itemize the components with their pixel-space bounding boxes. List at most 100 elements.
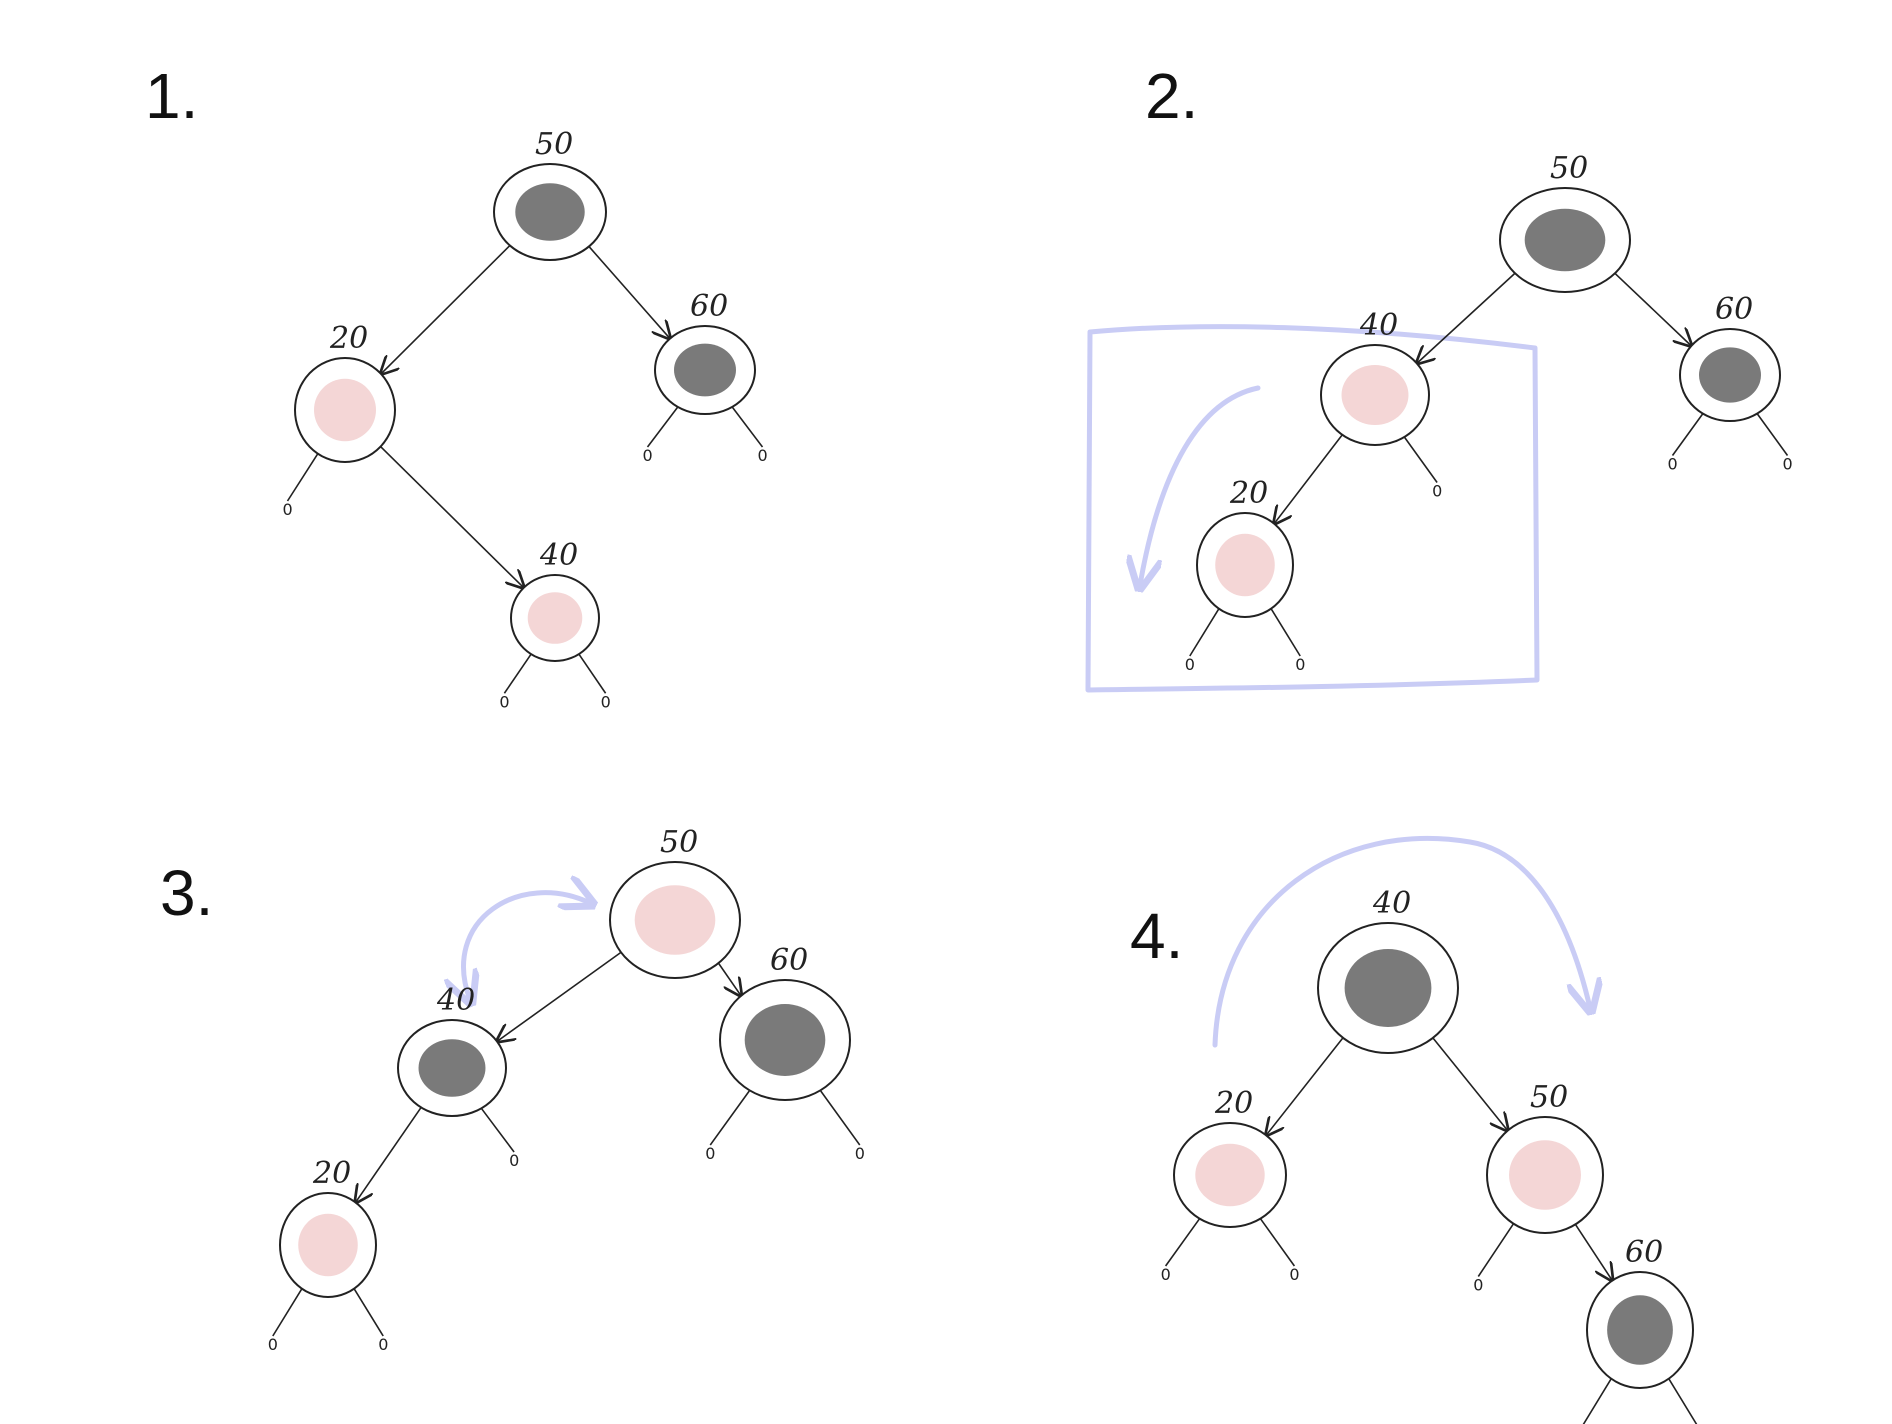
nil-leaf: 0: [1432, 482, 1442, 501]
node-value-label: 20: [312, 1156, 351, 1191]
edge-50-60: [586, 244, 670, 339]
nil-leaf: 0: [268, 1335, 278, 1354]
black-node-fill: [1344, 949, 1432, 1027]
swap-arrow: [464, 893, 590, 1000]
nil-edge: [1668, 1378, 1698, 1424]
black-node-fill: [1524, 208, 1606, 272]
nil-edge: [1671, 413, 1704, 456]
node-value-label: 60: [1715, 292, 1753, 327]
edge-50-60: [1573, 1221, 1613, 1281]
black-node-fill: [674, 343, 736, 397]
nil-leaf: 0: [1161, 1265, 1171, 1284]
node-value-label: 20: [329, 321, 368, 356]
nil-leaf: 0: [1289, 1265, 1299, 1284]
nil-edge: [272, 1288, 303, 1337]
nil-leaf: 0: [499, 692, 509, 711]
black-node-fill: [1607, 1295, 1673, 1365]
tree-node-50: 50: [609, 825, 741, 979]
tree-node-40: 400: [397, 983, 519, 1170]
nil-leaf: 0: [1668, 455, 1678, 474]
nil-edge: [503, 654, 532, 694]
nil-leaf: 0: [1295, 655, 1305, 674]
edge-50-40: [497, 949, 625, 1041]
node-value-label: 40: [1359, 308, 1398, 343]
annotations-layer: [464, 324, 1590, 1048]
edge-50-60: [1612, 270, 1692, 346]
black-node-fill: [515, 183, 585, 241]
nil-edge: [1270, 608, 1301, 657]
nil-edge: [578, 654, 607, 694]
panel-4: 4.4020005006000: [1130, 886, 1698, 1424]
nil-leaf: 0: [1783, 455, 1793, 474]
nil-leaf: 0: [378, 1335, 388, 1354]
tree-node-50: 50: [493, 127, 607, 261]
red-node-fill: [1195, 1143, 1265, 1207]
highlight-box: [1085, 324, 1540, 693]
node-value-label: 20: [1229, 476, 1268, 511]
nil-edge: [1260, 1218, 1296, 1267]
edge-50-20: [381, 243, 513, 374]
nil-leaf: 0: [601, 692, 611, 711]
nil-edge: [1189, 608, 1220, 657]
tree-node-40: 40: [1317, 886, 1459, 1054]
red-node-fill: [1215, 533, 1275, 597]
black-node-fill: [418, 1039, 486, 1097]
edge-20-40: [378, 444, 524, 588]
tree-node-40: 40 0 0: [499, 538, 610, 711]
node-value-label: 40: [539, 538, 578, 573]
tree-node-60: 60 0 0: [1668, 292, 1793, 474]
rotation-arrow-left: [1140, 385, 1261, 585]
tree-node-40: 40 0: [1320, 308, 1442, 501]
node-value-label: 50: [535, 127, 573, 162]
panel-label: 3.: [160, 857, 213, 929]
node-value-label: 40: [1372, 886, 1411, 921]
red-node-fill: [314, 378, 376, 442]
black-node-fill: [744, 1004, 826, 1076]
nil-edge: [1164, 1218, 1200, 1267]
tree-node-60: 60 0 0: [705, 943, 865, 1163]
nil-leaf: 0: [758, 446, 768, 465]
panel-label: 2.: [1145, 60, 1198, 132]
edge-50-60: [716, 960, 741, 996]
black-node-fill: [1699, 347, 1761, 403]
node-value-label: 50: [1550, 151, 1588, 186]
tree-node-50: 50: [1499, 151, 1631, 293]
nil-edge: [731, 406, 764, 448]
nil-edge: [820, 1090, 861, 1146]
nil-leaf: 0: [1185, 655, 1195, 674]
nil-leaf: 0: [283, 500, 293, 519]
red-node-fill: [634, 885, 716, 955]
node-value-label: 50: [660, 825, 698, 860]
nil-edge: [646, 406, 679, 448]
red-node-fill: [298, 1213, 358, 1277]
nil-edge: [286, 453, 319, 502]
nil-leaf: 0: [705, 1144, 715, 1163]
panel-label: 4.: [1130, 900, 1183, 972]
nil-edge: [1477, 1223, 1514, 1277]
edge-40-50: [1430, 1034, 1508, 1130]
red-node-fill: [1341, 365, 1409, 425]
nil-edge: [353, 1288, 384, 1337]
nil-edge: [709, 1090, 750, 1146]
node-value-label: 60: [690, 289, 728, 324]
nil-leaf: 0: [855, 1144, 865, 1163]
node-value-label: 60: [770, 943, 808, 978]
tree-node-20: 20 0: [283, 321, 396, 519]
nil-edge: [1582, 1378, 1612, 1424]
node-value-label: 20: [1214, 1086, 1253, 1121]
tree-node-50: 500: [1473, 1080, 1604, 1295]
red-node-fill: [1509, 1140, 1581, 1210]
edge-40-20: [356, 1104, 424, 1202]
node-value-label: 50: [1530, 1080, 1568, 1115]
edge-50-40: [1417, 270, 1518, 363]
rotation-arrow-right: [1212, 835, 1590, 1048]
